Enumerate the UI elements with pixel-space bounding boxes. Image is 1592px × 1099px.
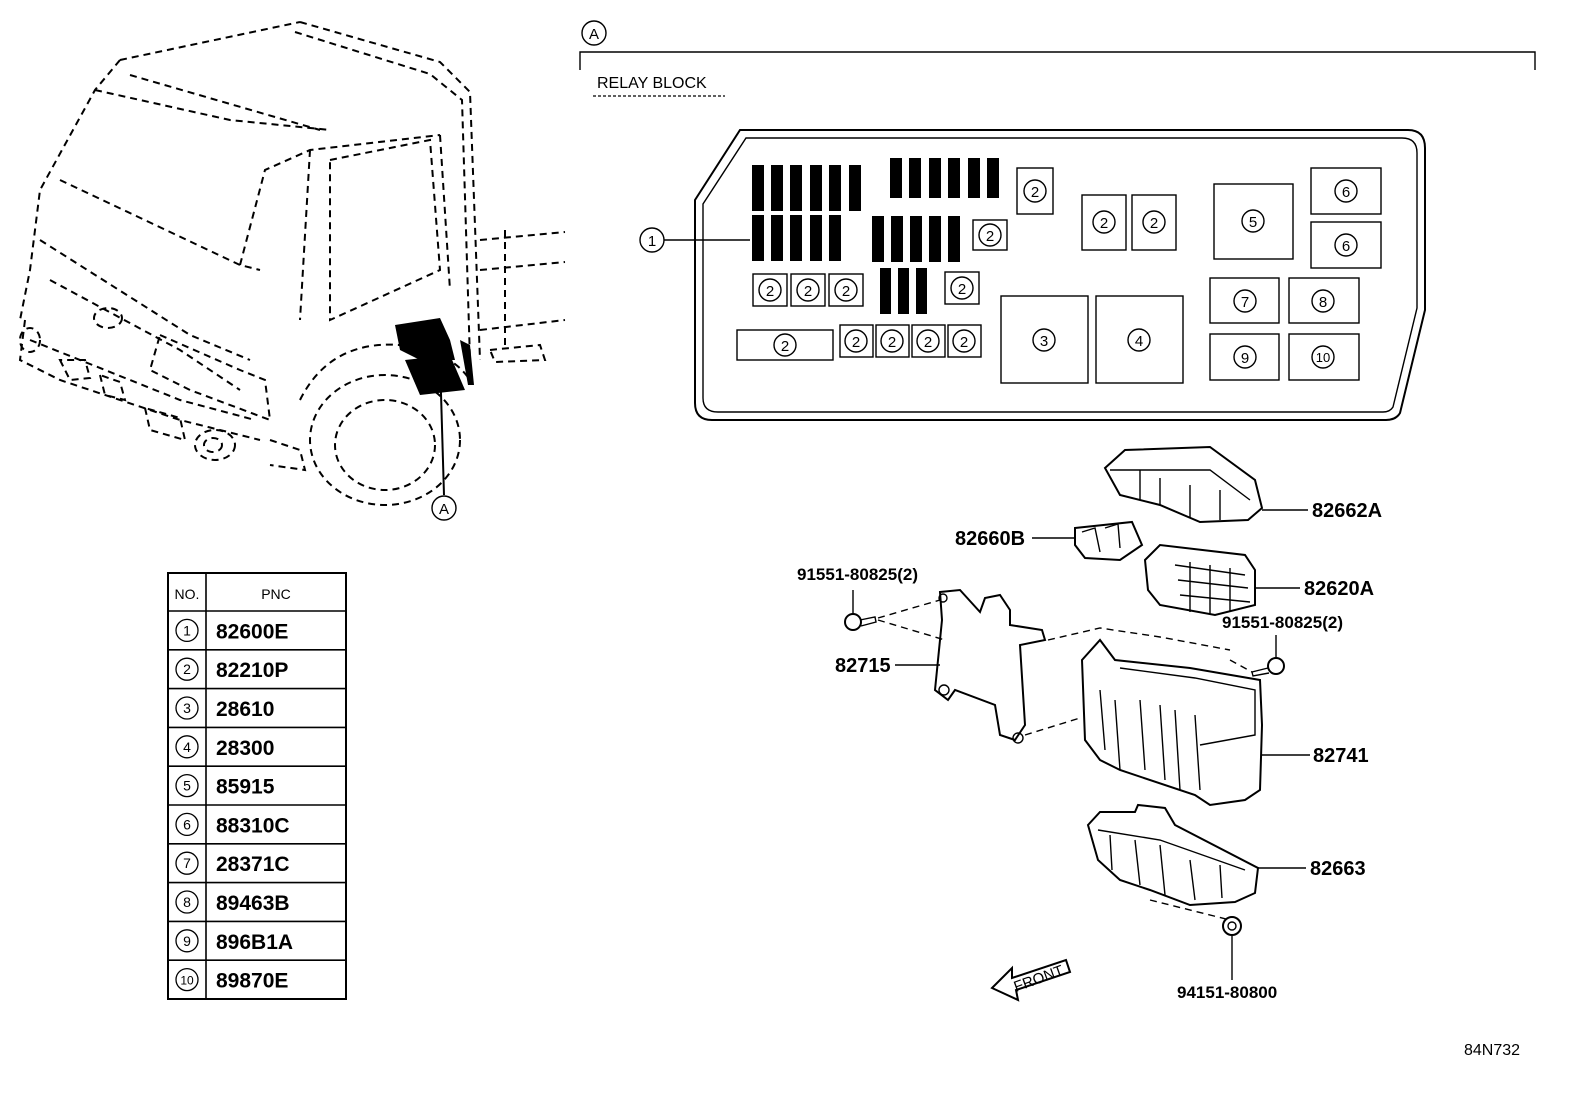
truck-callout-a: A bbox=[439, 501, 449, 518]
slot-2-label: 2 bbox=[986, 228, 994, 245]
table-row-number-circle bbox=[175, 967, 199, 992]
table-row-number-circle bbox=[175, 773, 199, 798]
table-row-number: 4 bbox=[183, 739, 191, 755]
table-row-number-circle bbox=[175, 851, 199, 875]
slot-2-label: 2 bbox=[842, 283, 850, 300]
table-row-number-circle bbox=[175, 929, 199, 953]
slot-5-label: 5 bbox=[1249, 214, 1257, 231]
table-row-pnc: 89463B bbox=[216, 892, 290, 915]
diagram-code: 84N732 bbox=[1464, 1042, 1520, 1059]
slot-2-label: 2 bbox=[781, 338, 789, 355]
relay-block-title: RELAY BLOCK bbox=[597, 75, 707, 92]
slot-1-label: 1 bbox=[648, 233, 656, 250]
slot-2-label: 2 bbox=[804, 283, 812, 300]
table-row-number-circle bbox=[175, 696, 199, 720]
slot-2-label: 2 bbox=[1031, 184, 1039, 201]
table-row-pnc: 85915 bbox=[216, 776, 275, 799]
slot-2-label: 2 bbox=[766, 283, 774, 300]
upper-cover-part bbox=[1103, 445, 1308, 524]
table-row-number: 6 bbox=[183, 816, 191, 832]
table-header-pnc: PNC bbox=[261, 586, 291, 602]
lower-cover-part bbox=[1086, 803, 1306, 921]
slot-2-label: 2 bbox=[924, 334, 932, 351]
table-row-pnc: 88310C bbox=[216, 814, 290, 837]
slot-2-label: 2 bbox=[958, 281, 966, 298]
box-body-part bbox=[1080, 638, 1310, 807]
part-82715: 82715 bbox=[835, 655, 891, 677]
part-82662A: 82662A bbox=[1312, 500, 1382, 522]
table-row-number: 10 bbox=[180, 974, 194, 988]
exploded-parts: 82662A 82660B 82620A 91551-80825(2) bbox=[797, 445, 1382, 1002]
fuse-bank bbox=[752, 158, 999, 314]
relay-block: 1 2 2 2 2 2 2 2 2 2 2 2 bbox=[639, 129, 1426, 421]
slot-2-label: 2 bbox=[852, 334, 860, 351]
view-a-header: A RELAY BLOCK bbox=[579, 20, 1536, 97]
table-row-number-circle bbox=[175, 735, 199, 759]
slot-3-label: 3 bbox=[1040, 333, 1048, 350]
table-row-pnc: 28371C bbox=[216, 853, 290, 876]
right-bolt-part bbox=[1229, 635, 1285, 677]
left-bolt-part bbox=[844, 590, 946, 641]
pnc-table: NO. PNC 1 82600E 2 82210P 3 28610 4 28300 5 85915 6 8… bbox=[167, 572, 347, 1000]
table-row-number-circle bbox=[175, 812, 199, 837]
slot-6-label-b: 6 bbox=[1342, 238, 1350, 255]
slot-2-label: 2 bbox=[1100, 215, 1108, 232]
table-row-number: 8 bbox=[183, 894, 191, 910]
slot-8-label: 8 bbox=[1319, 294, 1327, 311]
table-row-pnc: 28610 bbox=[216, 698, 274, 721]
connector-block-part bbox=[1143, 543, 1300, 617]
slot-2-label: 2 bbox=[960, 334, 968, 351]
slot-4-label: 4 bbox=[1135, 333, 1143, 350]
bracket-part bbox=[895, 588, 1231, 744]
table-row-number: 9 bbox=[183, 933, 191, 949]
slot-2-label: 2 bbox=[1150, 215, 1158, 232]
small-relay-part bbox=[1032, 520, 1144, 562]
part-82620A: 82620A bbox=[1304, 578, 1374, 600]
table-row-number-circle bbox=[175, 890, 199, 914]
part-94151-80800: 94151-80800 bbox=[1177, 983, 1277, 1002]
slot-9-label: 9 bbox=[1241, 350, 1249, 367]
part-82741: 82741 bbox=[1313, 745, 1369, 767]
table-row-number: 2 bbox=[183, 661, 191, 677]
table-frame bbox=[167, 572, 347, 1000]
table-row-number: 3 bbox=[183, 700, 191, 716]
part-82660B: 82660B bbox=[955, 528, 1025, 550]
part-82663: 82663 bbox=[1310, 858, 1366, 880]
slot-7-label: 7 bbox=[1241, 294, 1249, 311]
table-header-no: NO. bbox=[175, 586, 200, 602]
front-label: FRONT bbox=[1012, 962, 1066, 996]
table-row-pnc: 28300 bbox=[216, 737, 274, 760]
slot-2-label: 2 bbox=[888, 334, 896, 351]
table-row-number-circle bbox=[175, 618, 199, 643]
table-row-number: 5 bbox=[183, 778, 191, 794]
table-row-pnc: 896B1A bbox=[216, 931, 293, 954]
table-row-pnc: 89870E bbox=[216, 970, 288, 993]
table-row-pnc: 82600E bbox=[216, 620, 288, 643]
part-91551-80825-right: 91551-80825(2) bbox=[1222, 613, 1343, 632]
truck-illustration: A bbox=[18, 21, 566, 521]
part-91551-80825-left: 91551-80825(2) bbox=[797, 565, 918, 584]
table-row-number: 7 bbox=[183, 855, 191, 871]
table-row-pnc: 82210P bbox=[216, 659, 288, 682]
table-row-number: 1 bbox=[183, 622, 191, 638]
view-a-label: A bbox=[589, 26, 599, 43]
table-row-number-circle bbox=[175, 657, 199, 681]
nut-part bbox=[1222, 916, 1242, 980]
slot-2-relays: 2 2 2 2 2 2 2 2 2 2 2 2 2 bbox=[736, 167, 1177, 361]
front-arrow: FRONT bbox=[990, 958, 1072, 1002]
slot-6-label: 6 bbox=[1342, 184, 1350, 201]
slot-10-label: 10 bbox=[1316, 350, 1330, 365]
